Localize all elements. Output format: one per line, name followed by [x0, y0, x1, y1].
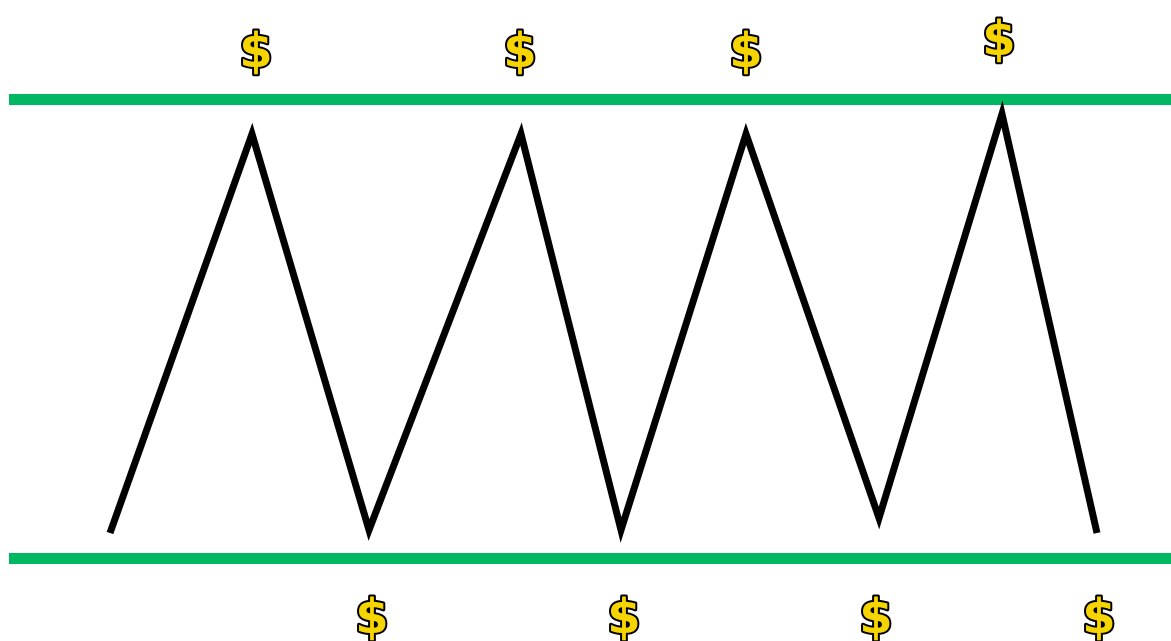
dollar-sign-icon: $: [239, 23, 272, 79]
dollar-sign-icon: $: [729, 23, 762, 79]
dollar-sign-icon: $: [607, 589, 640, 641]
upper-boundary-line: [9, 94, 1171, 105]
dollar-sign-icon: $: [982, 11, 1015, 67]
dollar-sign-icon: $: [355, 589, 388, 641]
lower-boundary-line: [9, 553, 1171, 564]
zigzag-price-line: [106, 100, 1101, 543]
dollar-sign-icon: $: [1082, 589, 1115, 641]
dollar-sign-icon: $: [503, 23, 536, 79]
dollar-sign-icon: $: [859, 589, 892, 641]
